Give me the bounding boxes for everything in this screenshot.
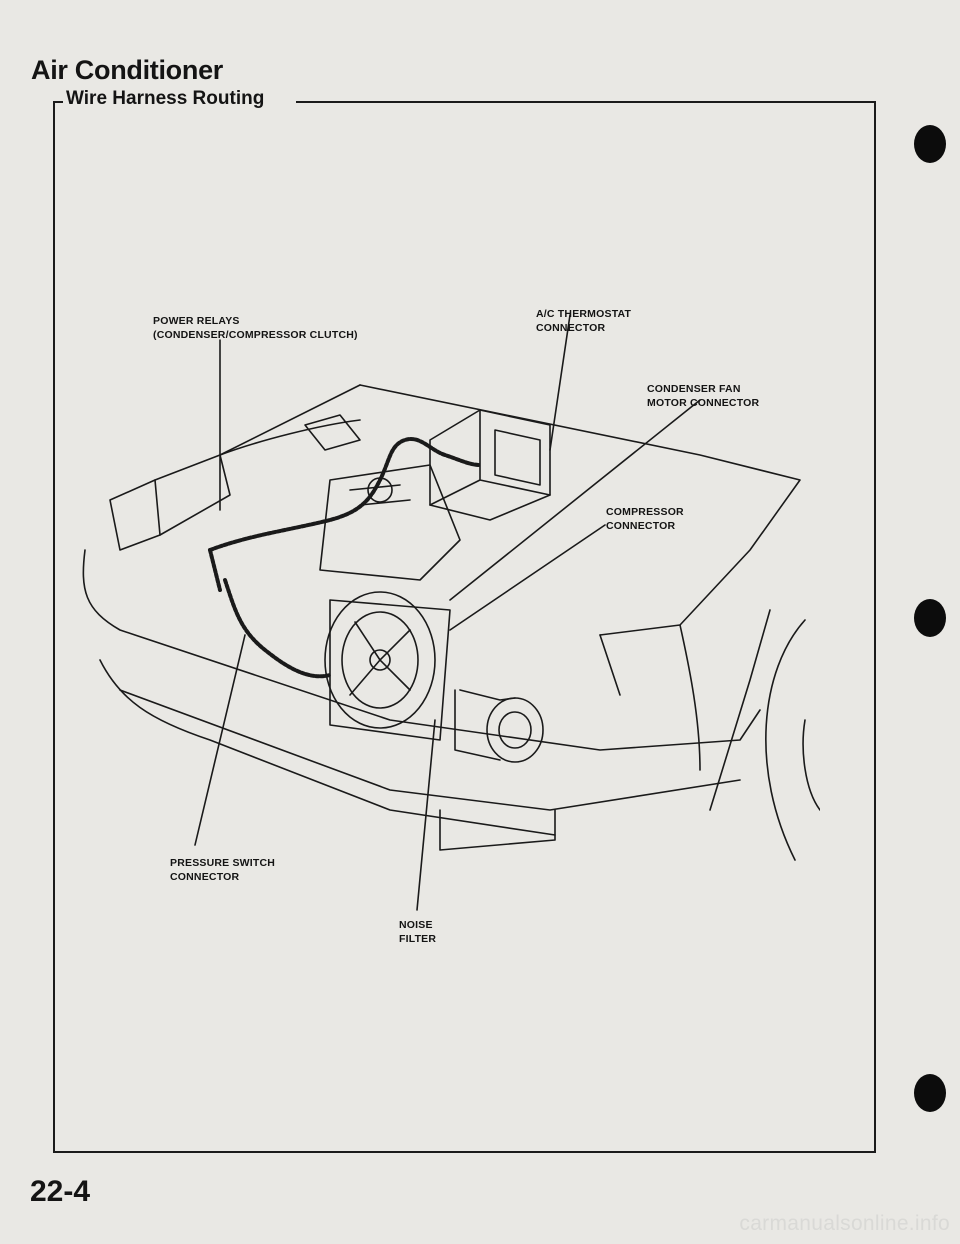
condenser-fan: [324, 591, 436, 729]
watermark: carmanualsonline.info: [739, 1212, 950, 1235]
section-title: Wire Harness Routing: [66, 88, 265, 109]
engine-block: [319, 464, 461, 581]
binder-hole-3: [914, 1074, 946, 1112]
leader-pressure-switch: [194, 634, 246, 846]
hood-outline: [359, 384, 801, 636]
leader-noise-filter: [416, 719, 436, 911]
callout-pressure-switch: PRESSURE SWITCH CONNECTOR: [170, 857, 276, 883]
binder-hole-2: [914, 599, 946, 637]
leader-compressor: [449, 524, 606, 631]
wire-harness: [208, 437, 482, 552]
section-frame: [53, 101, 876, 1153]
washer-reservoir: [304, 414, 361, 451]
callout-power-relays: POWER RELAYS (CONDENSER/COMPRESSOR CLUTC…: [153, 315, 358, 341]
headlight: [109, 479, 161, 551]
callout-thermostat: A/C THERMOSTAT CONNECTOR: [536, 308, 632, 334]
leader-condenser-fan: [449, 399, 701, 601]
binder-hole-1: [914, 125, 946, 163]
callout-noise-filter: NOISE FILTER: [399, 919, 437, 945]
page-number: 22-4: [30, 1175, 91, 1208]
page-title: Air Conditioner: [31, 55, 223, 85]
compressor: [486, 697, 544, 763]
engine-bay-illustration: [82, 314, 820, 911]
leader-thermostat: [549, 314, 571, 451]
wheel-arch: [765, 619, 806, 861]
callout-condenser-fan: CONDENSER FAN MOTOR CONNECTOR: [647, 383, 760, 409]
front-bumper: [82, 549, 761, 751]
callout-compressor: COMPRESSOR CONNECTOR: [606, 506, 684, 532]
evaporator-unit: [429, 409, 551, 521]
frame-top-left-rule: [53, 101, 63, 103]
frame-top-right-rule: [296, 101, 876, 103]
